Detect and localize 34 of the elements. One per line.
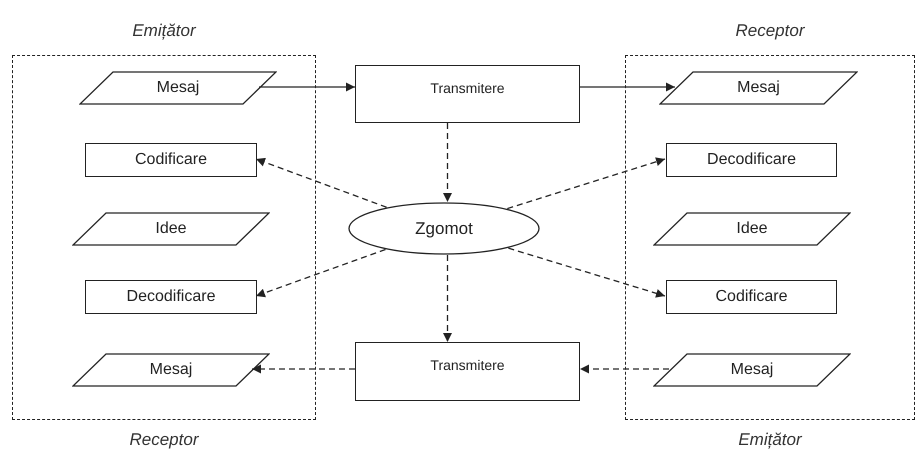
group-heading: Emițător (131, 20, 198, 42)
arrow (443, 123, 452, 202)
arrow (580, 82, 675, 92)
arrow (508, 248, 666, 298)
arrow (259, 82, 355, 92)
process-box: Transmitere (355, 342, 580, 401)
group-heading: Emițător (737, 428, 804, 451)
ellipse-shape (348, 202, 540, 255)
parallelogram-shape (72, 212, 270, 246)
node-label: Idee (155, 219, 187, 239)
node-label: Zgomot (415, 218, 473, 240)
parallelogram-shape (653, 212, 851, 246)
node-label: Mesaj (737, 78, 780, 98)
arrow (252, 364, 355, 374)
arrow (580, 364, 669, 374)
node-label: Mesaj (150, 360, 192, 380)
process-box: Codificare (666, 280, 837, 314)
node-label: Mesaj (156, 78, 200, 98)
process-box: Decodificare (666, 143, 837, 177)
node-label: Idee (736, 219, 768, 239)
arrow (256, 158, 387, 208)
parallelogram-shape (72, 353, 270, 387)
arrow (443, 254, 452, 342)
parallelogram-shape (653, 353, 851, 387)
node-label: Mesaj (730, 360, 774, 380)
parallelogram-shape (79, 71, 277, 105)
parallelogram-shape (659, 71, 858, 105)
arrow (507, 157, 666, 210)
process-box: Codificare (85, 143, 257, 177)
group-heading: Receptor (734, 20, 806, 42)
process-box: Decodificare (85, 280, 257, 314)
group-heading: Receptor (128, 428, 200, 450)
process-box: Transmitere (355, 65, 580, 123)
arrow (256, 248, 386, 298)
